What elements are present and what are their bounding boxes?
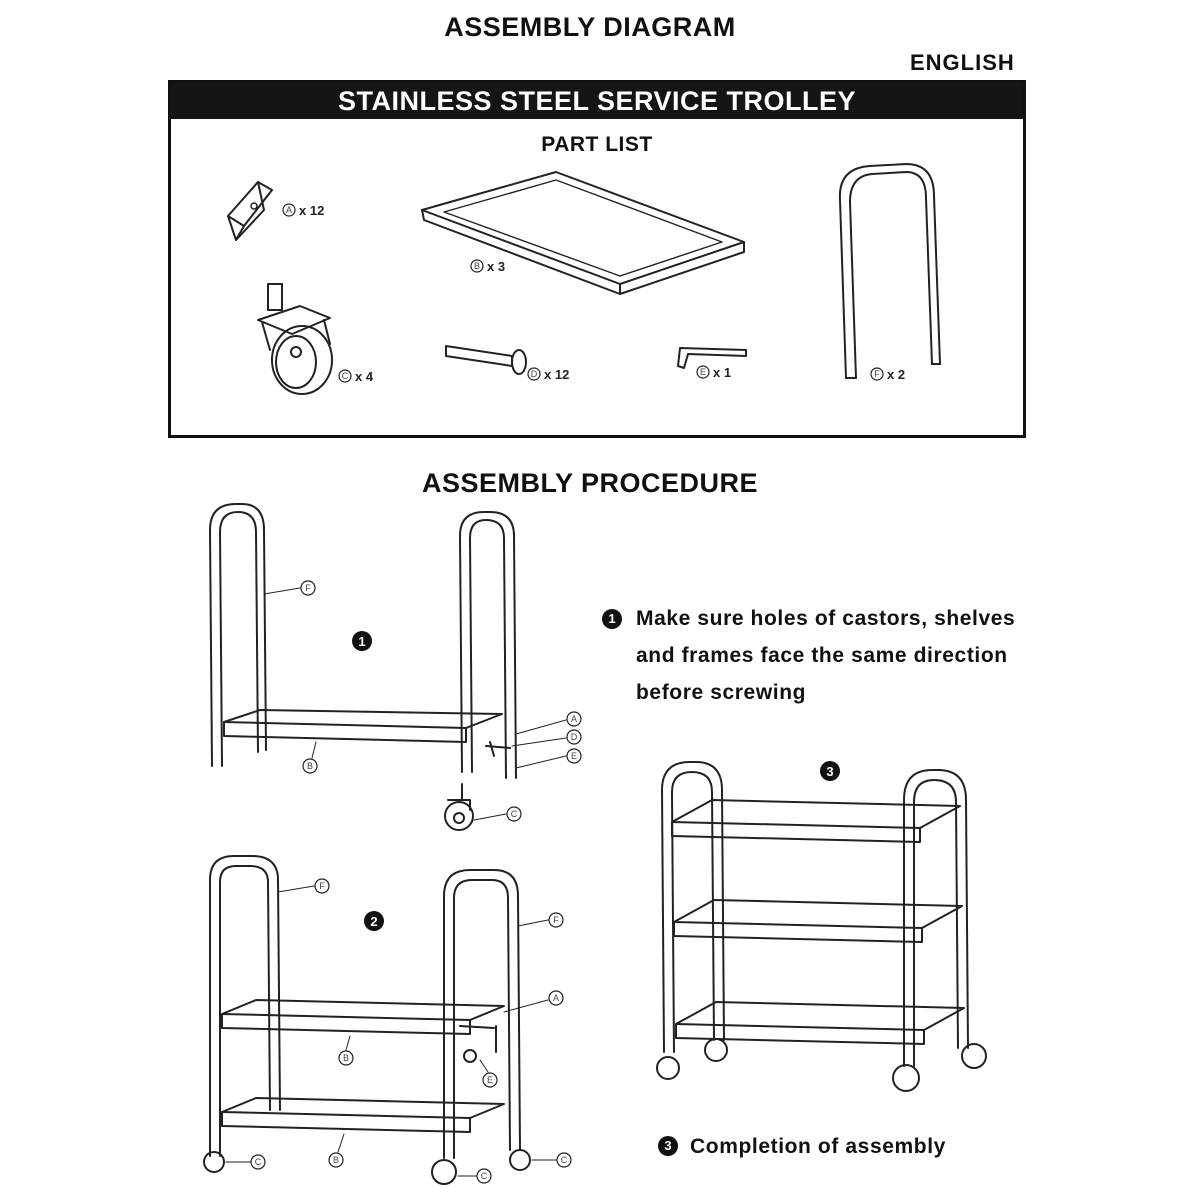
svg-text:A: A [553, 993, 559, 1003]
part-a-qty: x 12 [299, 203, 324, 218]
svg-text:A: A [571, 714, 577, 724]
part-b-qty: x 3 [487, 259, 505, 274]
step-1-drawing: 1 F B A D E C [209, 503, 582, 831]
part-c-letter: C [342, 371, 349, 381]
part-f-letter: F [874, 369, 880, 379]
svg-text:C: C [255, 1157, 262, 1167]
step-1-badge: 1 [602, 609, 622, 629]
page-title: ASSEMBLY DIAGRAM [444, 12, 736, 42]
svg-text:D: D [571, 732, 578, 742]
step-1-marker: 1 [358, 634, 365, 649]
svg-text:B: B [343, 1053, 349, 1063]
part-f-qty: x 2 [887, 367, 905, 382]
step-3-drawing: 3 [656, 761, 987, 1092]
svg-text:B: B [333, 1155, 339, 1165]
part-d-qty: x 12 [544, 367, 569, 382]
svg-text:C: C [481, 1171, 488, 1181]
step-1-instruction: Make sure holes of castors, shelves and … [636, 607, 1016, 704]
svg-text:F: F [553, 915, 559, 925]
bracket-icon [227, 181, 273, 241]
castor-icon [257, 283, 333, 395]
part-a-letter: A [286, 205, 292, 215]
step-3-badge: 3 [658, 1136, 678, 1156]
svg-text:C: C [561, 1155, 568, 1165]
part-a-label: A x 12 [282, 203, 324, 218]
bolt-icon [445, 345, 527, 375]
language-label: ENGLISH [910, 50, 1015, 75]
product-banner: STAINLESS STEEL SERVICE TROLLEY [171, 83, 1023, 119]
svg-text:B: B [307, 761, 313, 771]
part-e-letter: E [700, 367, 706, 377]
shelf-icon [421, 171, 745, 295]
part-b-label: B x 3 [470, 259, 505, 274]
svg-text:E: E [571, 751, 577, 761]
allen-key-icon [677, 347, 747, 369]
part-list-box: STAINLESS STEEL SERVICE TROLLEY PART LIS… [168, 80, 1026, 438]
frame-icon [838, 163, 941, 379]
svg-text:F: F [305, 583, 311, 593]
procedure-title: ASSEMBLY PROCEDURE [421, 468, 759, 498]
svg-text:C: C [511, 809, 518, 819]
step-3-marker: 3 [826, 764, 833, 779]
part-d-label: D x 12 [527, 367, 569, 382]
part-d-letter: D [531, 369, 538, 379]
part-c-qty: x 4 [355, 369, 374, 384]
part-e-label: E x 1 [696, 365, 731, 380]
part-b-letter: B [474, 261, 480, 271]
part-f-label: F x 2 [870, 367, 905, 382]
step-2-drawing: 2 F F A B E B C C C [203, 855, 572, 1185]
part-c-label: C x 4 [338, 369, 374, 384]
part-e-qty: x 1 [713, 365, 731, 380]
part-list-title: PART LIST [541, 133, 653, 156]
step-3-instruction: Completion of assembly [690, 1135, 946, 1158]
svg-text:F: F [319, 881, 325, 891]
svg-text:E: E [487, 1075, 493, 1085]
step-2-marker: 2 [370, 914, 377, 929]
